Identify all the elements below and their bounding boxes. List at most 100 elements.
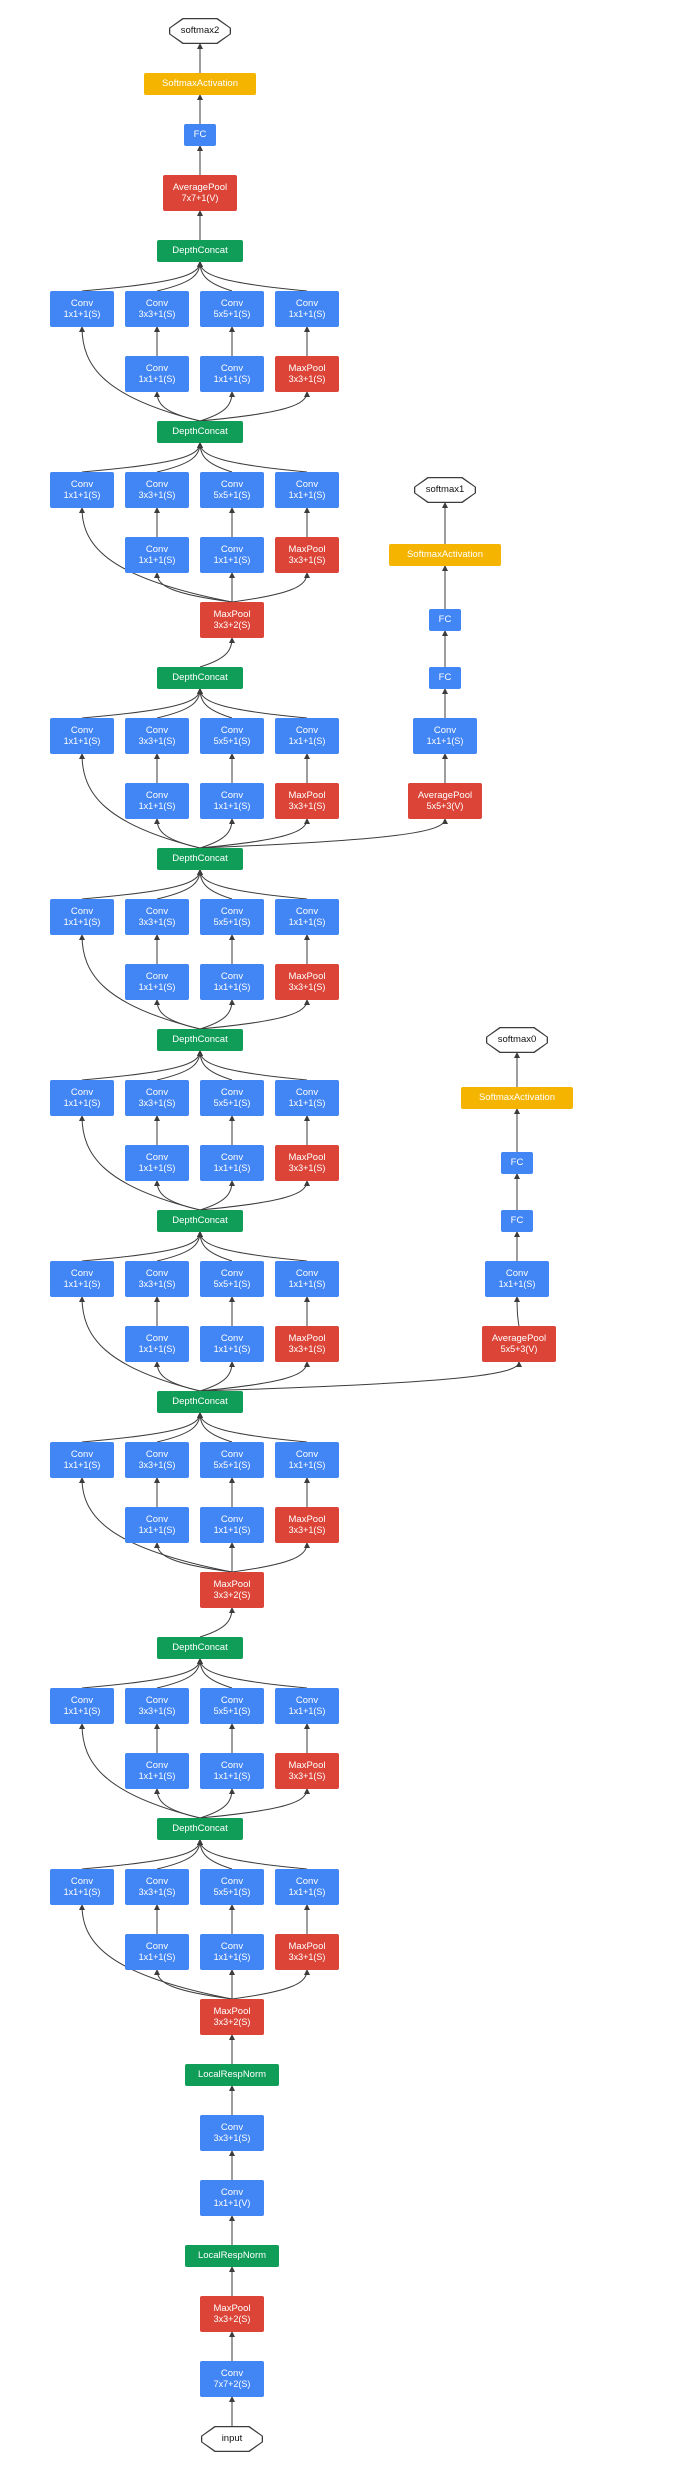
- node-sublabel: 7x7+1(V): [181, 193, 219, 204]
- node-label: SoftmaxActivation: [161, 78, 239, 90]
- node-label: MaxPool: [288, 1151, 326, 1163]
- node-label: MaxPool: [288, 1759, 326, 1771]
- node-sublabel: 3x3+1(S): [138, 736, 176, 747]
- node-label: FC: [438, 672, 452, 684]
- node-i5b-cat: DepthConcat: [157, 240, 243, 262]
- node-label: softmax2: [180, 25, 220, 37]
- node-label: Conv: [145, 297, 169, 309]
- node-label: Conv: [220, 1151, 244, 1163]
- node-aux0-act: SoftmaxActivation: [461, 1087, 573, 1109]
- node-sublabel: 1x1+1(S): [213, 1771, 251, 1782]
- node-sublabel: 1x1+1(S): [138, 801, 176, 812]
- node-label: Conv: [70, 297, 94, 309]
- edge-i4c-cat-to-i4d-b2r: [154, 999, 201, 1030]
- node-sublabel: 1x1+1(S): [213, 374, 251, 385]
- node-sublabel: 1x1+1(S): [288, 1887, 326, 1898]
- node-sublabel: 5x5+1(S): [213, 1098, 251, 1109]
- node-sublabel: 1x1+1(S): [138, 1952, 176, 1963]
- edge-i4d-cat-to-aux1-pool: [199, 818, 448, 849]
- node-sublabel: 1x1+1(S): [213, 1163, 251, 1174]
- edge-i4c-cat-to-i4d-b3r: [199, 999, 235, 1030]
- node-sublabel: 1x1+1(S): [288, 490, 326, 501]
- node-label: LocalRespNorm: [197, 2069, 267, 2081]
- node-label: Conv: [220, 1694, 244, 1706]
- node-softmax1: softmax1: [414, 477, 476, 503]
- node-label: Conv: [220, 789, 244, 801]
- node-sublabel: 3x3+1(S): [288, 1163, 326, 1174]
- node-i4c-cat: DepthConcat: [157, 1029, 243, 1051]
- node-label: Conv: [145, 1151, 169, 1163]
- node-label: Conv: [145, 478, 169, 490]
- edge-i5b-b1-to-i5b-cat: [81, 261, 203, 292]
- edge-i5a-cat-to-i5b-b4p: [199, 391, 310, 422]
- node-label: AveragePool: [172, 181, 228, 193]
- node-sublabel: 1x1+1(S): [288, 917, 326, 928]
- node-sublabel: 1x1+1(S): [288, 1706, 326, 1717]
- node-label: FC: [510, 1157, 524, 1169]
- edge-i4d-cat-to-i4e-b1: [79, 753, 201, 849]
- node-label: AveragePool: [417, 789, 473, 801]
- edge-pool2-to-i3a-b2r: [154, 1969, 233, 2000]
- edge-i5a-cat-to-i5b-b2r: [154, 391, 201, 422]
- node-label: Conv: [70, 905, 94, 917]
- edge-i4e-cat-to-pool4: [199, 637, 235, 668]
- node-label: Conv: [220, 478, 244, 490]
- node-label: Conv: [295, 1875, 319, 1887]
- node-label: AveragePool: [491, 1332, 547, 1344]
- node-label: input: [221, 2433, 243, 2445]
- node-label: Conv: [295, 1448, 319, 1460]
- node-softmax2: softmax2: [169, 18, 231, 44]
- edge-aux0-pool-to-aux0-conv: [514, 1296, 521, 1327]
- node-sublabel: 3x3+1(S): [213, 2133, 251, 2144]
- node-label: Conv: [70, 1448, 94, 1460]
- node-label: DepthConcat: [172, 245, 228, 257]
- node-sublabel: 1x1+1(S): [138, 1344, 176, 1355]
- node-i5a-cat: DepthConcat: [157, 421, 243, 443]
- node-sublabel: 3x3+2(S): [213, 2314, 251, 2325]
- node-sublabel: 3x3+1(S): [138, 309, 176, 320]
- node-label: Conv: [70, 724, 94, 736]
- edge-pool4-to-i5a-b1: [79, 507, 233, 603]
- node-sublabel: 1x1+1(S): [213, 1952, 251, 1963]
- edge-i4d-cat-to-i4e-b3r: [199, 818, 235, 849]
- octagon-shape: softmax0: [487, 1028, 547, 1052]
- node-sublabel: 1x1+1(S): [138, 555, 176, 566]
- node-sublabel: 5x5+1(S): [213, 736, 251, 747]
- node-sublabel: 5x5+1(S): [213, 309, 251, 320]
- node-label: Conv: [220, 1875, 244, 1887]
- node-label: MaxPool: [213, 608, 251, 620]
- edge-i4b-b1-to-i4b-cat: [81, 1231, 203, 1262]
- node-label: Conv: [220, 297, 244, 309]
- node-label: Conv: [145, 724, 169, 736]
- node-label: Conv: [145, 970, 169, 982]
- node-label: Conv: [220, 1759, 244, 1771]
- node-label: DepthConcat: [172, 853, 228, 865]
- edge-i4b-b4-to-i4b-cat: [197, 1231, 308, 1262]
- node-label: Conv: [295, 1086, 319, 1098]
- node-sublabel: 1x1+1(S): [213, 555, 251, 566]
- node-label: MaxPool: [288, 1513, 326, 1525]
- node-label: Conv: [70, 1086, 94, 1098]
